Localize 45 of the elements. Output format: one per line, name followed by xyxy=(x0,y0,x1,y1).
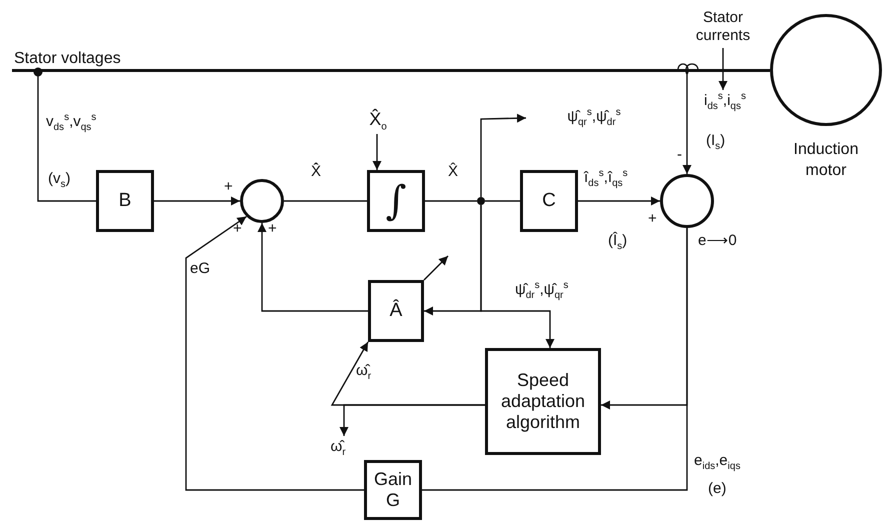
signal-label: Stator currents xyxy=(683,6,763,48)
arrow xyxy=(258,223,368,312)
arrow xyxy=(424,256,448,280)
signal-label: ω̂$_{r}$ xyxy=(326,436,350,460)
connector-line xyxy=(284,200,367,202)
connector-line xyxy=(422,228,688,491)
arrow xyxy=(154,196,240,206)
junction-dot xyxy=(477,197,485,205)
integrator-block: ∫ xyxy=(367,170,425,232)
arrow xyxy=(480,114,526,197)
block-box: Â xyxy=(368,280,424,342)
summing-junction xyxy=(660,174,714,228)
block-box: B xyxy=(96,170,154,232)
signal-label: ω̂$_{r}$ xyxy=(356,362,372,383)
arrow xyxy=(372,134,382,170)
connector-line xyxy=(485,200,520,202)
signal-label: (I$_{s}$) xyxy=(706,132,726,153)
signal-label: + xyxy=(648,210,657,228)
signal-label: X̂$_{o}$ xyxy=(362,108,394,134)
arrow xyxy=(480,205,554,348)
signal-label: + xyxy=(224,178,233,196)
signal-label: - xyxy=(677,146,682,164)
gain-block: Gain G xyxy=(364,460,422,520)
process-box: Speed adaptation algorithm xyxy=(485,348,601,455)
arrow xyxy=(718,48,728,90)
arrow xyxy=(185,216,364,491)
summing-junction xyxy=(240,179,284,223)
signal-label: (e) xyxy=(708,480,726,498)
arrow xyxy=(578,196,660,206)
signal-label: e⟶0 xyxy=(698,232,737,250)
bus-label: Stator voltages xyxy=(14,50,121,68)
motor-label: Induction motor xyxy=(792,140,860,181)
signal-label: X̂ xyxy=(448,163,458,181)
connector-line xyxy=(425,200,477,202)
signal-label: eG xyxy=(190,260,210,278)
signal-label: Ẋ̂ xyxy=(311,163,322,181)
signal-label: (v$_{s}$) xyxy=(48,170,70,191)
signal-label: + xyxy=(233,220,242,238)
arrow xyxy=(682,72,692,174)
arrow xyxy=(340,404,485,436)
signal-label: e$_{ids}$,e$_{iqs}$ xyxy=(694,452,740,473)
signal-label: + xyxy=(268,220,277,238)
connector-line xyxy=(34,68,96,202)
block-box: C xyxy=(520,170,578,232)
signal-label: (Î$_{s}$) xyxy=(608,232,628,253)
